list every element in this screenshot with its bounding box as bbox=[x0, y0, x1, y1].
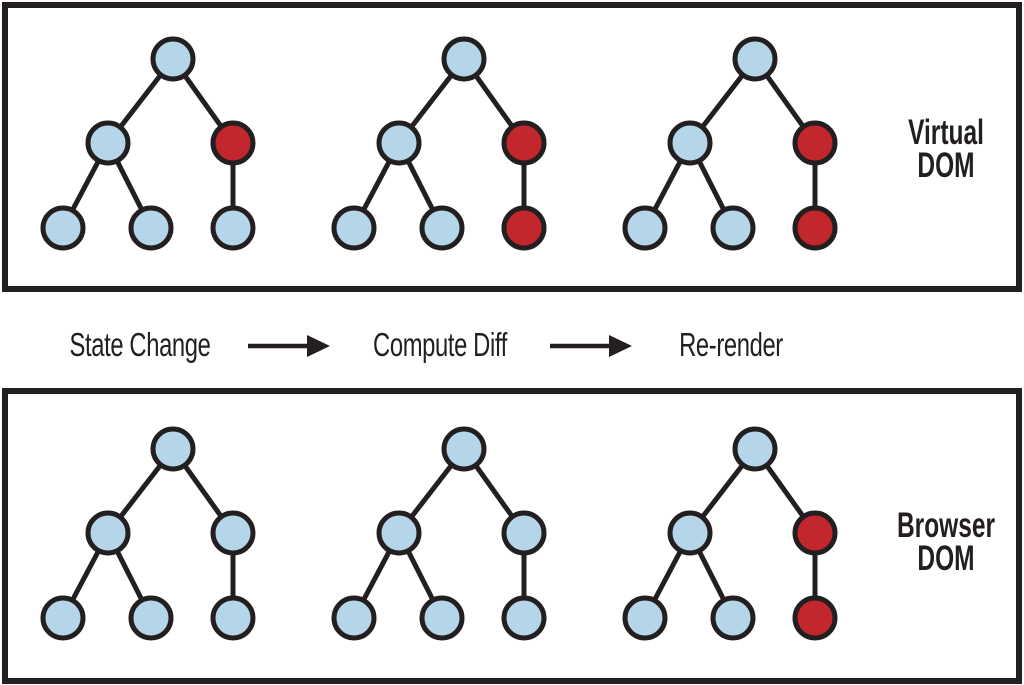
flow-arrow-2 bbox=[550, 335, 632, 357]
browser-dom-label: Browser DOM bbox=[896, 506, 996, 578]
virtual-dom-panel bbox=[2, 2, 1022, 292]
virtual-dom-label-line1: Virtual bbox=[908, 113, 984, 152]
flow-step-compute-diff: Compute Diff bbox=[373, 326, 507, 363]
arrow-head bbox=[307, 335, 330, 357]
flow-arrow-1 bbox=[248, 335, 330, 357]
browser-dom-label-line2: DOM bbox=[917, 539, 975, 578]
flow-step-state-change: State Change bbox=[69, 326, 211, 363]
flow-step-re-render: Re-render bbox=[679, 326, 783, 363]
arrow-head bbox=[609, 335, 632, 357]
virtual-dom-label: Virtual DOM bbox=[908, 113, 984, 185]
browser-dom-panel bbox=[2, 388, 1022, 684]
browser-dom-label-line1: Browser bbox=[896, 506, 996, 545]
virtual-dom-label-line2: DOM bbox=[917, 146, 975, 185]
